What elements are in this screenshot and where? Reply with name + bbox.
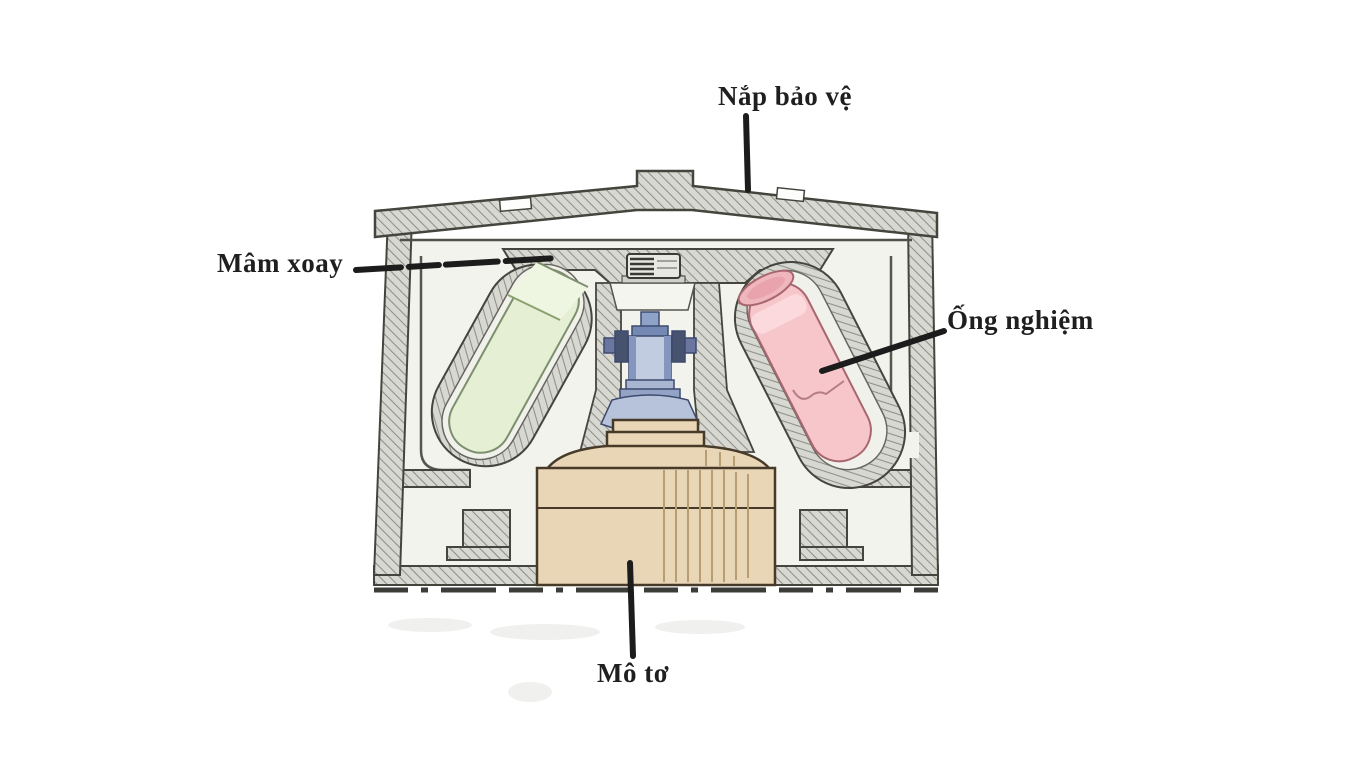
test-tube-green xyxy=(448,261,589,454)
base-brackets xyxy=(373,469,939,586)
tube-holder-left xyxy=(430,261,593,468)
hub-nut xyxy=(621,253,686,284)
test-tube-pink xyxy=(737,269,872,463)
leader-cover xyxy=(743,113,751,193)
leader-tube xyxy=(819,328,947,374)
housing-walls xyxy=(372,215,940,576)
label-rotor-plate: Mâm xoay xyxy=(217,248,344,278)
label-motor: Mô tơ xyxy=(597,658,670,688)
label-protective-lid: Nắp bảo vệ xyxy=(718,81,853,111)
scan-smudges xyxy=(388,618,745,702)
leader-motor xyxy=(627,560,636,659)
tube-holder-right xyxy=(733,260,907,490)
housing-right-wall xyxy=(906,215,940,576)
leader-rotor xyxy=(353,255,560,273)
leader-lines xyxy=(353,113,947,659)
label-test-tube: Ống nghiệm xyxy=(947,305,1094,335)
protective-lid xyxy=(373,169,939,242)
motor xyxy=(535,418,777,587)
